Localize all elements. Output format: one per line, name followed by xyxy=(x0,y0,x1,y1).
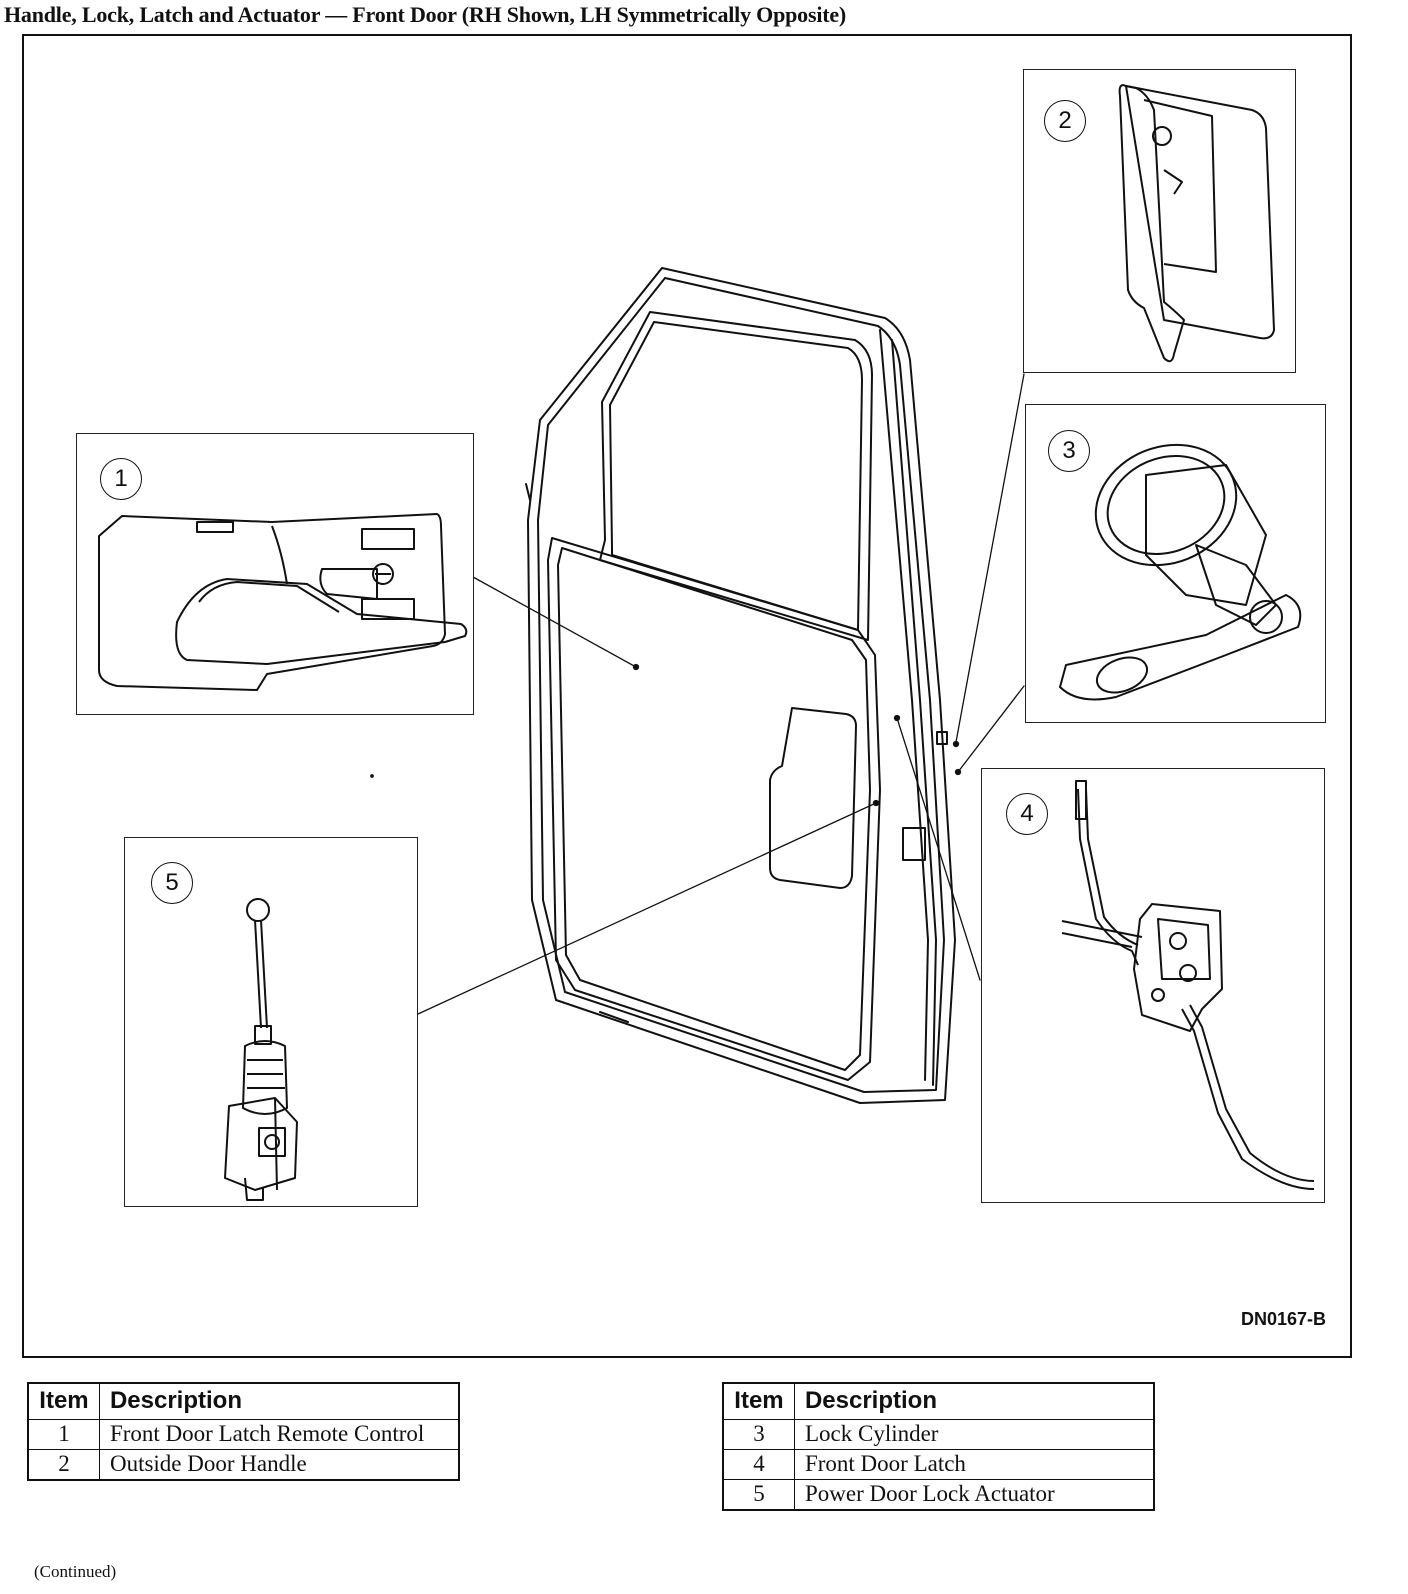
inset-door-latch xyxy=(981,768,1325,1203)
callout-4: 4 xyxy=(1006,793,1048,835)
description-header: Description xyxy=(98,1382,460,1420)
table-row: 3 Lock Cylinder xyxy=(722,1419,1155,1450)
table-row: 2 Outside Door Handle xyxy=(27,1449,460,1481)
legend-table-1: Item Description 1 Front Door Latch Remo… xyxy=(27,1382,460,1481)
page-title: Handle, Lock, Latch and Actuator — Front… xyxy=(4,2,847,27)
door-latch-drawing xyxy=(1061,780,1315,1190)
item-number: 1 xyxy=(27,1419,100,1450)
table-row: 4 Front Door Latch xyxy=(722,1449,1155,1480)
legend-header-row: Item Description xyxy=(722,1382,1155,1420)
callout-1: 1 xyxy=(100,458,142,500)
lock-actuator-drawing xyxy=(224,898,298,1201)
item-number: 5 xyxy=(722,1479,795,1511)
callout-2: 2 xyxy=(1044,100,1086,142)
item-description: Outside Door Handle xyxy=(98,1449,460,1481)
item-description: Front Door Latch Remote Control xyxy=(98,1419,460,1450)
item-header: Item xyxy=(27,1382,100,1420)
item-number: 3 xyxy=(722,1419,795,1450)
item-number: 4 xyxy=(722,1449,795,1480)
inset-remote-control xyxy=(76,433,474,715)
leader-lines xyxy=(370,373,1025,1015)
outside-handle-drawing xyxy=(1118,84,1275,363)
lock-cylinder-drawing xyxy=(1059,443,1302,701)
item-description: Lock Cylinder xyxy=(793,1419,1155,1450)
remote-control-drawing xyxy=(98,513,468,691)
item-number: 2 xyxy=(27,1449,100,1481)
legend-header-row: Item Description xyxy=(27,1382,460,1420)
continued-note: (Continued) xyxy=(34,1562,117,1581)
table-row: 1 Front Door Latch Remote Control xyxy=(27,1419,460,1450)
item-description: Power Door Lock Actuator xyxy=(793,1479,1155,1511)
figure-id: DN0167-B xyxy=(1240,1309,1326,1329)
table-row: 5 Power Door Lock Actuator xyxy=(722,1479,1155,1511)
item-header: Item xyxy=(722,1382,795,1420)
description-header: Description xyxy=(793,1382,1155,1420)
legend-table-2: Item Description 3 Lock Cylinder 4 Front… xyxy=(722,1382,1155,1511)
door-outline xyxy=(525,267,956,1104)
callout-5: 5 xyxy=(151,862,193,904)
item-description: Front Door Latch xyxy=(793,1449,1155,1480)
callout-3: 3 xyxy=(1048,430,1090,472)
diagram-frame xyxy=(22,34,1352,1358)
